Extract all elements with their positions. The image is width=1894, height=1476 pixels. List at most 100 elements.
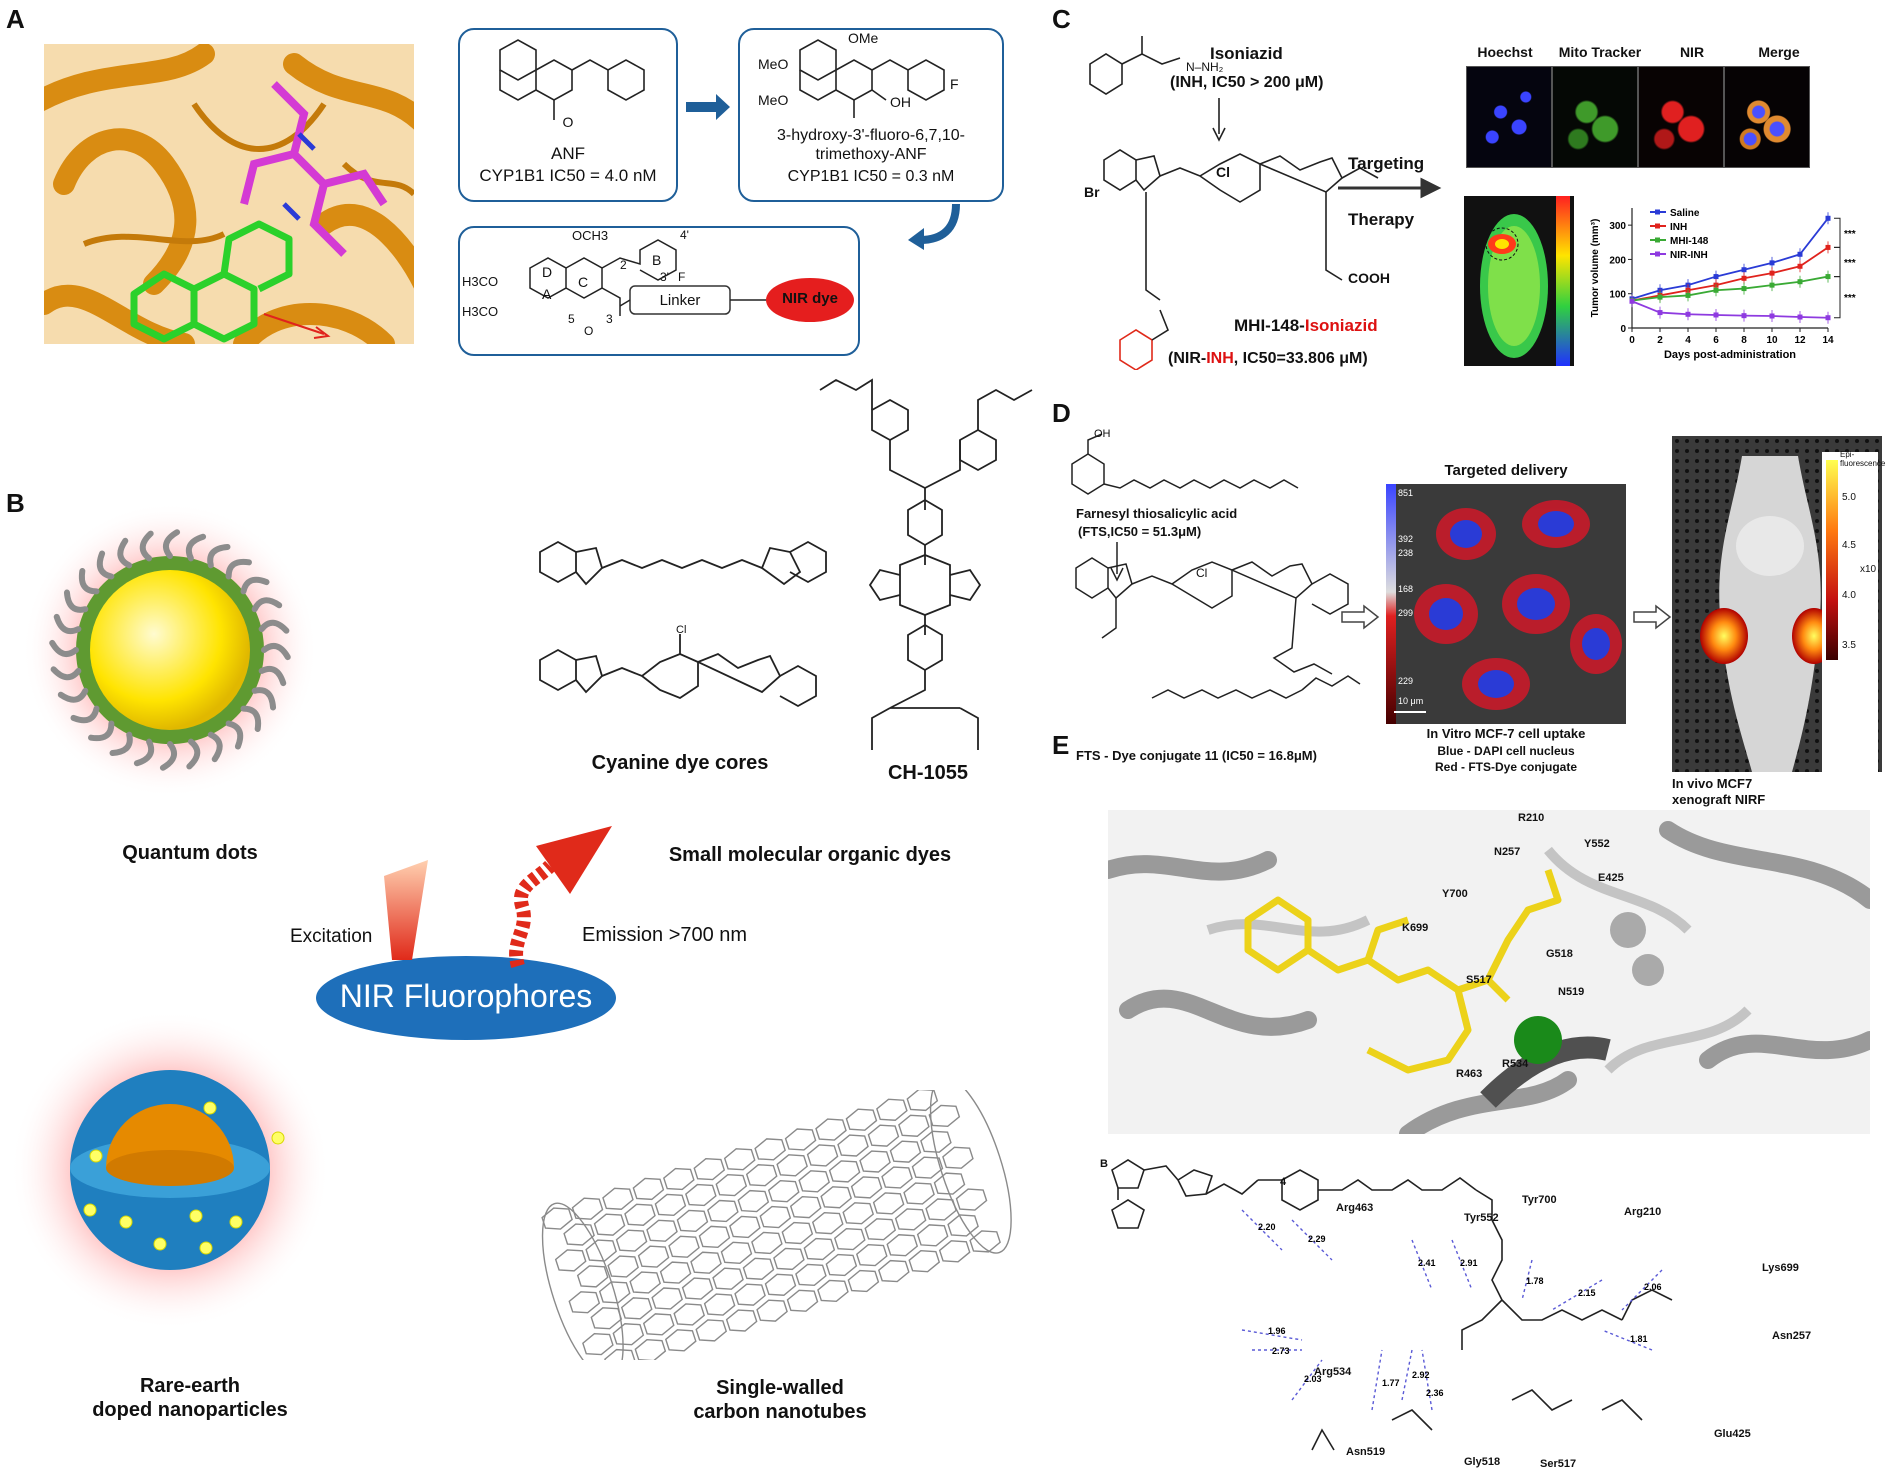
- arrow-right-icon: [686, 94, 730, 120]
- nanotube-hex: [593, 1213, 626, 1236]
- cyanine-caption: Cyanine dye cores: [591, 752, 769, 774]
- nanotube-hex: [620, 1297, 653, 1320]
- rare-earth-caption-line2: doped nanoparticles: [92, 1399, 288, 1421]
- nanotube-hex: [789, 1195, 822, 1219]
- docking-illustration: [44, 44, 414, 344]
- residue-tyr552: Tyr552: [1464, 1212, 1499, 1224]
- ligand: [261, 642, 291, 661]
- ligand: [139, 530, 154, 562]
- residue-3d-n257: N257: [1494, 846, 1521, 858]
- bond-distance-label: 2.29: [1308, 1234, 1326, 1244]
- nanotube-hex: [695, 1319, 728, 1342]
- nanotube-hex: [756, 1299, 788, 1322]
- nanotube-hex: [698, 1225, 731, 1249]
- nanotube-hex: [563, 1223, 595, 1246]
- tile-label-hoechst: Hoechst: [1477, 44, 1533, 60]
- merge-image: [1724, 66, 1810, 168]
- ligand: [251, 687, 277, 711]
- nanotube-hex: [886, 1234, 919, 1257]
- cyanine-cl-label: Cl: [1216, 164, 1230, 180]
- swcnt-caption-line2: carbon nanotubes: [693, 1401, 867, 1423]
- nanotube-hex: [598, 1281, 631, 1304]
- excitation-label: Excitation: [290, 926, 373, 947]
- nanotube-hex: [820, 1186, 853, 1209]
- mhi148-isoniazid-structure: [1089, 36, 1379, 370]
- colorbar-tick-4: 3.5: [1842, 640, 1856, 651]
- arrow-down-icon: [1212, 98, 1226, 142]
- nanotube-hex: [634, 1339, 667, 1360]
- ligand: [185, 533, 207, 562]
- micro-tick-4: 168: [1398, 584, 1414, 594]
- nanotube-hex: [881, 1166, 913, 1189]
- hollow-arrow-icon-2: [1633, 604, 1672, 630]
- targeting-arrow-icon: [1338, 177, 1442, 199]
- ligand: [117, 537, 133, 569]
- nanotube-hex: [847, 1269, 880, 1293]
- nanotube-hex: [786, 1289, 819, 1312]
- residue-arg463: Arg463: [1336, 1202, 1374, 1214]
- nanotube-hex: [947, 1214, 979, 1237]
- nanotube-hex: [925, 1198, 957, 1221]
- protein-docking-image: [44, 44, 414, 344]
- residue-arg210: Arg210: [1624, 1206, 1662, 1218]
- series-line-saline: [1631, 217, 1829, 300]
- nanotube-hex: [693, 1157, 726, 1181]
- derivative-ic50: CYP1B1 IC50 = 0.3 nM: [787, 168, 955, 185]
- significance-label: ***: [1844, 229, 1856, 240]
- residue-gly518: Gly518: [1464, 1456, 1501, 1468]
- nanotube-hex: [811, 1211, 844, 1235]
- hydroxy-label: OH: [890, 94, 911, 110]
- meo-label-1: MeO: [758, 56, 789, 72]
- inh-ic50-label: (INH, IC50 > 200 μM): [1170, 74, 1324, 91]
- bond-distance-label: 2.41: [1418, 1258, 1436, 1268]
- ligand: [63, 589, 89, 613]
- nanotube-hex: [889, 1140, 922, 1163]
- scalebar-label: 10 μm: [1398, 696, 1424, 706]
- ch1055-structure: [819, 378, 1033, 750]
- nanotube-hex: [673, 1303, 706, 1326]
- colorbar-tick-1: 5.0: [1842, 492, 1856, 503]
- nanotube-hex: [723, 1148, 756, 1171]
- nanotube-hex: [720, 1241, 753, 1264]
- nanotube-hex: [659, 1261, 692, 1284]
- nanotube-hex: [642, 1313, 675, 1336]
- nanotube-hex: [629, 1271, 661, 1294]
- nanotube-hex: [624, 1203, 656, 1226]
- bond-distance-label: 2.06: [1644, 1282, 1662, 1292]
- h3co-top-label: H3CO: [462, 274, 499, 289]
- legend-label: Saline: [1670, 208, 1700, 219]
- ligand: [49, 639, 79, 658]
- ligand: [109, 731, 133, 757]
- nanotube-hex: [590, 1307, 623, 1330]
- derivative-structure: [799, 39, 945, 118]
- nanotube-hex: [668, 1235, 700, 1258]
- nanotube-hex: [646, 1219, 678, 1242]
- och3-label: OCH3: [572, 228, 609, 243]
- bond-distance-label: 1.78: [1526, 1276, 1544, 1286]
- nanotube-hex: [903, 1182, 935, 1205]
- nanotube-hex: [933, 1172, 966, 1195]
- conjugate-name-black: MHI-148-: [1234, 316, 1305, 335]
- nanotube-hex: [607, 1255, 639, 1278]
- nanotube-hex: [776, 1154, 808, 1177]
- legend-label: MHI-148: [1670, 236, 1709, 247]
- nanotube-hex: [898, 1114, 930, 1137]
- nanotube-hex: [864, 1218, 897, 1241]
- position-3-label: 3: [606, 312, 613, 326]
- nanotube-hex: [676, 1209, 709, 1233]
- nanotube-hex: [541, 1207, 573, 1230]
- ligand: [53, 613, 82, 635]
- nanotube-hex: [942, 1146, 974, 1169]
- colorbar-title: Epi-fluorescence: [1840, 450, 1886, 468]
- rare-earth-caption: Rare-earth doped nanoparticles: [60, 1374, 320, 1422]
- y-tick-label: 0: [1620, 324, 1626, 335]
- nanotube-hex: [806, 1144, 839, 1167]
- y-tick-label: 200: [1609, 255, 1626, 266]
- hydrazide-label: N–NH₂: [1186, 60, 1224, 74]
- nanotube-hex: [690, 1251, 722, 1274]
- ring-a-label: A: [542, 286, 552, 302]
- y-tick-label: 300: [1609, 221, 1626, 232]
- bond-distance-label: 2.03: [1304, 1374, 1322, 1384]
- bond-distance-label: 2.15: [1578, 1288, 1596, 1298]
